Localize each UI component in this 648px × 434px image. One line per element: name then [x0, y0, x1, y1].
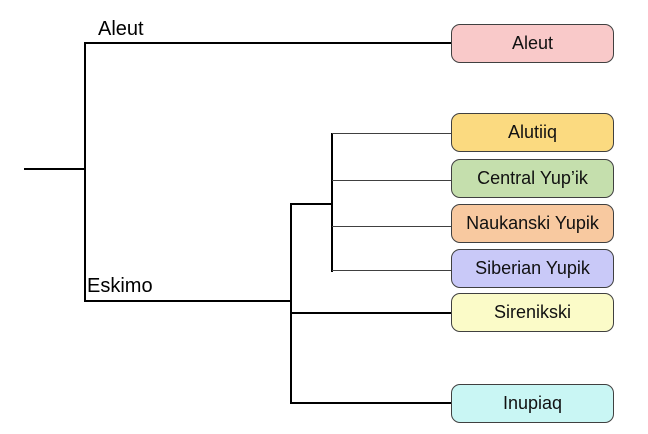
leaf-label-siberian-yupik: Siberian Yupik: [475, 258, 590, 278]
eskimo-branch-label: Eskimo: [87, 275, 153, 297]
leaf-box-inupiaq: Inupiaq: [451, 384, 614, 423]
aleut-branch-edge: [84, 42, 451, 44]
leaf-box-central-yupik: Central Yup’ik: [451, 159, 614, 198]
leaf-label-alutiiq: Alutiiq: [507, 122, 558, 142]
leaf-label-aleut: Aleut: [511, 33, 554, 53]
yupik-node-edge: [331, 133, 333, 272]
central-connector: [332, 180, 451, 181]
leaf-label-naukanski-yupik: Naukanski Yupik: [466, 213, 599, 233]
leaf-box-sirenikski: Sirenikski: [451, 293, 614, 332]
yupik-branch-edge: [290, 203, 333, 205]
aleut-branch-label: Aleut: [98, 18, 144, 40]
siberian-connector: [332, 270, 451, 271]
inupiaq-connector: [290, 402, 451, 404]
leaf-label-sirenikski: Sirenikski: [493, 302, 572, 322]
leaf-label-inupiaq: Inupiaq: [502, 393, 563, 413]
leaf-box-naukanski-yupik: Naukanski Yupik: [451, 204, 614, 243]
alutiiq-connector: [332, 133, 451, 134]
leaf-label-central-yupik: Central Yup’ik: [477, 168, 588, 188]
eskimo-branch-edge: [84, 300, 292, 302]
leaf-box-alutiiq: Alutiiq: [451, 113, 614, 152]
trunk-edge: [84, 42, 86, 302]
naukanski-connector: [332, 226, 451, 227]
leaf-box-aleut: Aleut: [451, 24, 614, 63]
leaf-box-siberian-yupik: Siberian Yupik: [451, 249, 614, 288]
root-edge: [24, 168, 86, 170]
sirenikski-connector: [290, 312, 451, 314]
eskimo-node-edge: [290, 203, 292, 404]
